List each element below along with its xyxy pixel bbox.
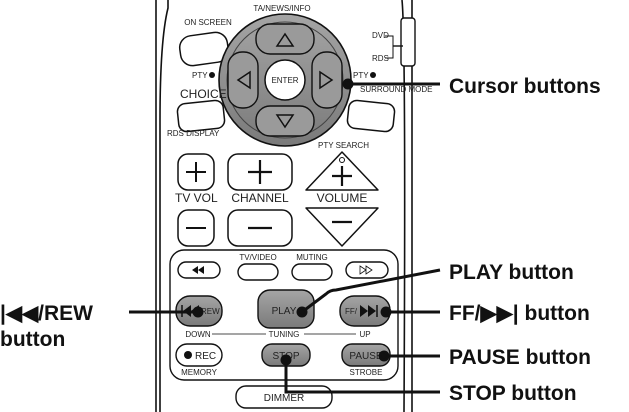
rec-button[interactable] xyxy=(175,343,223,367)
enter-label: ENTER xyxy=(271,76,298,85)
surround-mode-label: SURROUND MODE xyxy=(360,85,432,94)
callout-play-button: PLAY button xyxy=(449,261,574,284)
cursor-down-button[interactable] xyxy=(255,105,315,137)
ff-key-label: FF/ xyxy=(345,307,358,316)
remote-body xyxy=(155,0,413,412)
ta-news-info-label: TA/NEWS/INFO xyxy=(253,4,310,13)
on-screen-label: ON SCREEN xyxy=(184,18,232,27)
cursor-up-button[interactable] xyxy=(255,23,315,55)
transport-panel xyxy=(169,249,399,381)
cursor-left-button[interactable] xyxy=(227,51,259,109)
volume-down-button[interactable] xyxy=(305,207,379,247)
rds-label: RDS xyxy=(372,54,389,63)
plus-icon xyxy=(186,162,206,182)
rec-key-label: REC xyxy=(195,351,216,362)
cursor-pad xyxy=(218,13,352,147)
dvd-rds-switch[interactable] xyxy=(385,17,416,67)
memory-label: MEMORY xyxy=(181,368,218,377)
down-label: DOWN xyxy=(185,330,211,339)
surround-mode-button[interactable] xyxy=(346,99,396,133)
fast-forward-icon xyxy=(359,265,373,275)
callout-ff-button: FF/▶▶| button xyxy=(449,302,590,325)
dimmer-key-label: DIMMER xyxy=(264,393,305,404)
tv-video-button[interactable] xyxy=(237,263,279,281)
arrow-right-icon xyxy=(319,70,334,90)
play-button[interactable] xyxy=(257,289,315,329)
volume-label: VOLUME xyxy=(317,191,368,205)
fast-forward-icon xyxy=(360,305,376,317)
pause-key-label: PAUSE xyxy=(349,351,382,362)
plus-circle-icon xyxy=(370,72,376,78)
callout-stop-button: STOP button xyxy=(449,382,577,405)
muting-label: MUTING xyxy=(296,253,328,262)
callout-cursor-buttons: Cursor buttons xyxy=(449,75,601,98)
callout-pause-button: PAUSE button xyxy=(449,346,591,369)
pty-plus-label: PTY xyxy=(353,71,369,80)
choice-button[interactable] xyxy=(176,99,226,133)
rew-key-label: REW xyxy=(201,307,220,316)
callout-rew-line2: button xyxy=(0,328,65,351)
enter-button[interactable] xyxy=(264,59,306,101)
pty-minus-label: PTY xyxy=(192,71,208,80)
skip-forward-button[interactable] xyxy=(345,261,389,279)
minus-circle-icon xyxy=(209,72,215,78)
dvd-label: DVD xyxy=(372,31,389,40)
rewind-icon xyxy=(192,266,204,274)
arrow-left-icon xyxy=(236,70,251,90)
rds-display-label: RDS DISPLAY xyxy=(167,129,220,138)
plus-icon xyxy=(332,166,352,186)
arrow-down-icon xyxy=(275,114,295,129)
pty-search-label: PTY SEARCH xyxy=(318,141,369,150)
tv-video-label: TV/VIDEO xyxy=(239,253,276,262)
play-key-label: PLAY xyxy=(272,306,297,317)
strobe-label: STROBE xyxy=(350,368,383,377)
channel-label: CHANNEL xyxy=(231,191,289,205)
muting-button[interactable] xyxy=(291,263,333,281)
tuning-label: TUNING xyxy=(269,330,300,339)
callout-rew-line1: |◀◀/REW xyxy=(0,302,93,325)
cursor-right-button[interactable] xyxy=(311,51,343,109)
arrow-up-icon xyxy=(275,32,295,47)
tv-vol-label: TV VOL xyxy=(175,191,218,205)
record-dot-icon xyxy=(184,351,192,359)
plus-icon xyxy=(248,160,272,184)
callout-lines xyxy=(129,78,441,394)
up-label: UP xyxy=(359,330,370,339)
choice-label: CHOICE xyxy=(180,87,227,101)
